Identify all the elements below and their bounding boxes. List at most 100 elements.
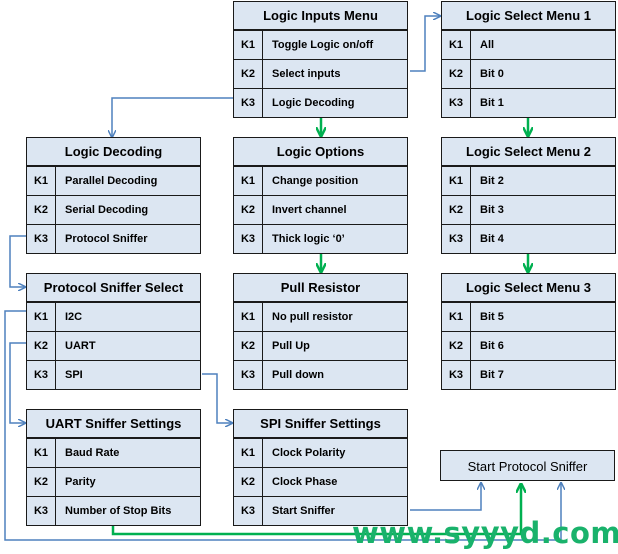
- menu-row[interactable]: K2 Serial Decoding: [27, 195, 200, 224]
- option-label: Parallel Decoding: [65, 175, 158, 187]
- key-label: K2: [442, 196, 471, 224]
- key-label: K2: [234, 196, 263, 224]
- key-label: K2: [234, 332, 263, 360]
- option-label: Change position: [272, 175, 359, 187]
- key-label: K3: [442, 361, 471, 389]
- menu-logic-select-3: Logic Select Menu 3 K1 Bit 5 K2 Bit 6 K3 Bi…: [441, 273, 616, 390]
- menu-row[interactable]: K1 Bit 5: [442, 302, 615, 331]
- menu-title: Logic Inputs Menu: [234, 2, 407, 30]
- key-label: K1: [442, 167, 471, 195]
- menu-row[interactable]: K2 Pull Up: [234, 331, 407, 360]
- menu-title: Logic Select Menu 2: [442, 138, 615, 166]
- menu-row[interactable]: K2 UART: [27, 331, 200, 360]
- menu-title: SPI Sniffer Settings: [234, 410, 407, 438]
- option-label: Pull Up: [272, 340, 310, 352]
- option-label: Parity: [65, 476, 96, 488]
- menu-title: Logic Options: [234, 138, 407, 166]
- option-label: Thick logic ‘0’: [272, 233, 345, 245]
- link-spi-to-spisettings: [202, 373, 232, 423]
- option-label: Bit 3: [480, 204, 504, 216]
- menu-title: Logic Decoding: [27, 138, 200, 166]
- watermark: www.syyyd.com: [352, 516, 618, 550]
- key-label: K3: [27, 225, 56, 253]
- key-label: K1: [442, 31, 471, 59]
- key-label: K2: [27, 196, 56, 224]
- option-label: Toggle Logic on/off: [272, 39, 374, 51]
- menu-row[interactable]: K3 Pull down: [234, 360, 407, 389]
- option-label: Clock Polarity: [272, 447, 346, 459]
- option-label: Serial Decoding: [65, 204, 149, 216]
- option-label: Bit 4: [480, 233, 504, 245]
- menu-title: Logic Select Menu 3: [442, 274, 615, 302]
- key-label: K2: [234, 468, 263, 496]
- option-label: Protocol Sniffer: [65, 233, 148, 245]
- key-label: K2: [27, 332, 56, 360]
- key-label: K2: [234, 60, 263, 88]
- menu-row[interactable]: K1 Change position: [234, 166, 407, 195]
- option-label: I2C: [65, 311, 83, 323]
- start-protocol-sniffer-box[interactable]: Start Protocol Sniffer: [440, 450, 615, 481]
- link-sniffer-to-protocolselect: [9, 235, 26, 287]
- menu-title: Logic Select Menu 1: [442, 2, 615, 30]
- menu-row[interactable]: K2 Parity: [27, 467, 200, 496]
- menu-row[interactable]: K1 Baud Rate: [27, 438, 200, 467]
- link-uart-to-uartsettings: [9, 342, 26, 423]
- key-label: K3: [234, 361, 263, 389]
- menu-row[interactable]: K2 Invert channel: [234, 195, 407, 224]
- key-label: K2: [27, 468, 56, 496]
- menu-row[interactable]: K2 Bit 3: [442, 195, 615, 224]
- option-label: SPI: [65, 369, 83, 381]
- option-label: Baud Rate: [65, 447, 120, 459]
- option-label: Bit 0: [480, 68, 504, 80]
- key-label: K1: [27, 439, 56, 467]
- menu-row[interactable]: K3 Bit 7: [442, 360, 615, 389]
- key-label: K3: [442, 225, 471, 253]
- option-label: UART: [65, 340, 96, 352]
- menu-row[interactable]: K3 Bit 1: [442, 88, 615, 117]
- option-label: Bit 7: [480, 369, 504, 381]
- menu-row[interactable]: K3 Thick logic ‘0’: [234, 224, 407, 253]
- menu-row[interactable]: K3 Bit 4: [442, 224, 615, 253]
- key-label: K2: [442, 332, 471, 360]
- menu-row[interactable]: K3 SPI: [27, 360, 200, 389]
- menu-row[interactable]: K2 Bit 6: [442, 331, 615, 360]
- menu-row[interactable]: K1 I2C: [27, 302, 200, 331]
- option-label: Bit 5: [480, 311, 504, 323]
- link-inputs-to-select1: [410, 16, 440, 72]
- key-label: K1: [234, 167, 263, 195]
- link-i2c-to-start: [4, 310, 561, 541]
- option-label: Bit 6: [480, 340, 504, 352]
- option-label: Bit 1: [480, 97, 504, 109]
- menu-title: UART Sniffer Settings: [27, 410, 200, 438]
- option-label: Pull down: [272, 369, 324, 381]
- key-label: K1: [442, 303, 471, 331]
- key-label: K3: [234, 497, 263, 525]
- menu-row[interactable]: K3 Protocol Sniffer: [27, 224, 200, 253]
- key-label: K3: [27, 361, 56, 389]
- key-label: K3: [27, 497, 56, 525]
- key-label: K1: [234, 303, 263, 331]
- key-label: K3: [442, 89, 471, 117]
- key-label: K3: [234, 225, 263, 253]
- key-label: K1: [27, 303, 56, 331]
- option-label: Invert channel: [272, 204, 347, 216]
